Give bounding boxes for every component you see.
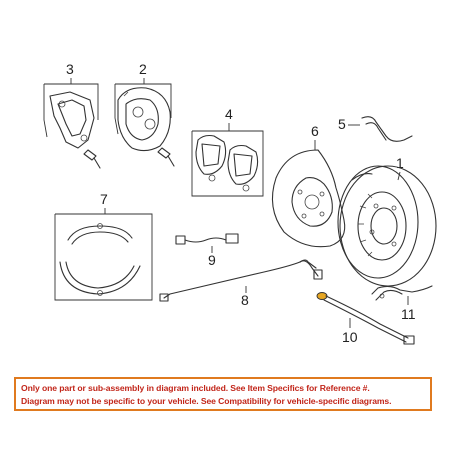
part-7-brake-shoes: 7	[54, 191, 153, 301]
callout-8: 8	[241, 292, 249, 308]
part-9-wear-sensor: 9	[175, 233, 239, 268]
part-2-caliper: 2	[114, 61, 175, 167]
disclaimer-box: Only one part or sub-assembly in diagram…	[14, 377, 432, 411]
disclaimer-line-1: Only one part or sub-assembly in diagram…	[21, 383, 370, 393]
callout-11: 11	[401, 306, 416, 322]
callout-3: 3	[66, 61, 74, 77]
callout-6: 6	[311, 123, 319, 139]
callout-2: 2	[139, 61, 147, 77]
part-4-brake-pads: 4	[191, 106, 264, 197]
callout-10: 10	[342, 329, 358, 345]
part-8-brake-cable: 8	[159, 259, 323, 308]
part-3-caliper-bracket: 3	[43, 61, 101, 169]
callout-1: 1	[396, 155, 404, 171]
disclaimer-line-2: Diagram may not be specific to your vehi…	[21, 396, 392, 406]
part-11-sensor-bracket: 11	[371, 285, 433, 322]
part-1-rotor: 1	[337, 155, 437, 287]
part-5-clip: 5	[338, 116, 413, 142]
part-6-splash-shield: 6	[271, 123, 346, 248]
callout-4: 4	[225, 106, 233, 122]
callout-5: 5	[338, 116, 346, 132]
callout-7: 7	[100, 191, 108, 207]
callout-9: 9	[208, 252, 216, 268]
part-10-sensor-wire: 10	[316, 292, 415, 345]
